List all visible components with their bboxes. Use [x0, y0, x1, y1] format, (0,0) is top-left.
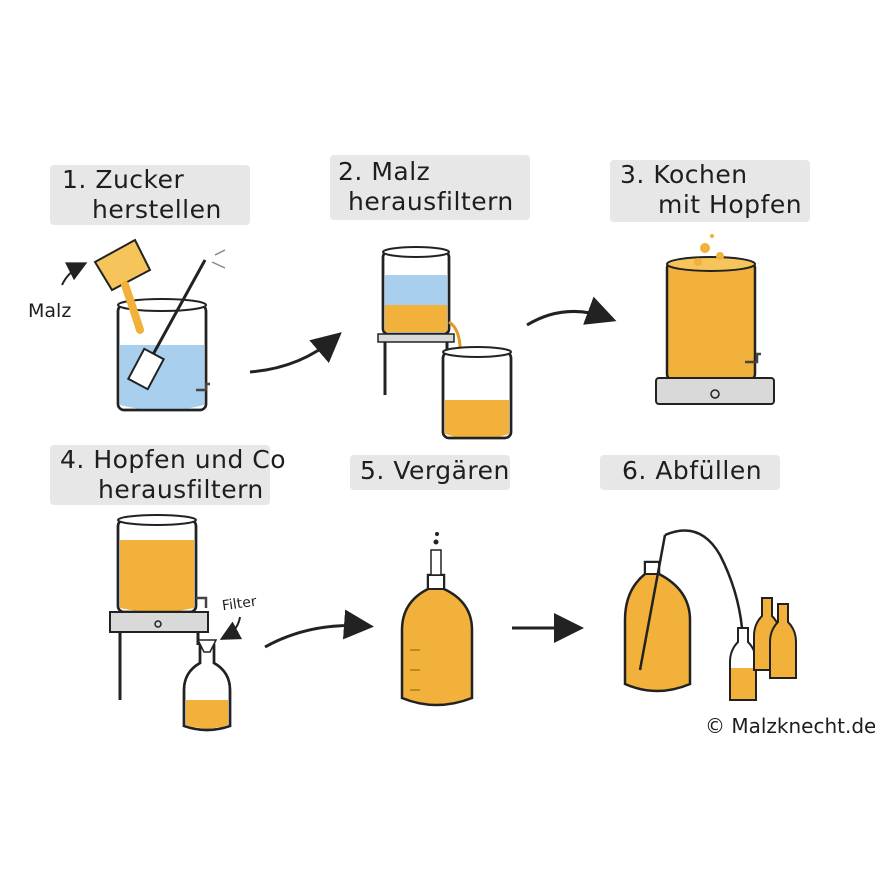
title-band-2 [330, 155, 530, 220]
step-3-title: 3. Kochen mit Hopfen [620, 160, 802, 220]
step-6-line1: Abfüllen [655, 456, 763, 485]
step-6-carboy [623, 529, 744, 693]
step-4-title: 4. Hopfen und Co herausfiltern [60, 445, 286, 505]
copyright-credit: © Malzknecht.de [705, 714, 875, 738]
step-3-line1: Kochen [653, 160, 748, 189]
step-4-number: 4. [60, 445, 85, 474]
title-band-3 [610, 160, 810, 222]
step-2-title: 2. Malz herausfiltern [338, 157, 514, 217]
step-5-title: 5. Vergären [360, 456, 510, 486]
step-5-fermenter [400, 532, 474, 707]
filter-pointer-arrow [219, 616, 243, 640]
step-5-line1: Vergären [393, 456, 510, 485]
step-2-bucket [441, 346, 513, 440]
arrow-step4-to-step5 [264, 609, 374, 649]
step-2-number: 2. [338, 157, 363, 186]
malt-label: Malz [28, 300, 72, 322]
step-4-line2: herausfiltern [98, 475, 264, 504]
step-4-carboy [182, 639, 232, 732]
mash-paddle [126, 249, 226, 391]
step-6-title: 6. Abfüllen [622, 456, 762, 486]
step-6-bottles [729, 597, 797, 701]
step-3-line2: mit Hopfen [658, 190, 803, 219]
malt-pointer-arrow [61, 262, 88, 286]
title-band-5 [350, 455, 510, 490]
step-6-number: 6. [622, 456, 647, 485]
title-band-1 [50, 165, 250, 225]
step-2-line2: herausfiltern [348, 187, 514, 216]
step-1-line2: herstellen [92, 195, 222, 224]
step-4-line1: Hopfen und Co [93, 445, 287, 474]
step-1-line1: Zucker [95, 165, 185, 194]
step-3-number: 3. [620, 160, 645, 189]
step-2-lauter-tun [377, 246, 472, 431]
step-5-number: 5. [360, 456, 385, 485]
step-4-kettle [109, 514, 209, 700]
step-3-kettle [655, 234, 775, 405]
arrow-step1-to-step2 [249, 332, 342, 374]
title-band-6 [600, 455, 780, 490]
step-1-title: 1. Zucker herstellen [62, 165, 222, 225]
step-2-line1: Malz [371, 157, 431, 186]
title-band-4 [50, 445, 270, 505]
arrow-step2-to-step3 [526, 296, 617, 327]
malt-scoop [93, 238, 152, 334]
step-1-number: 1. [62, 165, 87, 194]
